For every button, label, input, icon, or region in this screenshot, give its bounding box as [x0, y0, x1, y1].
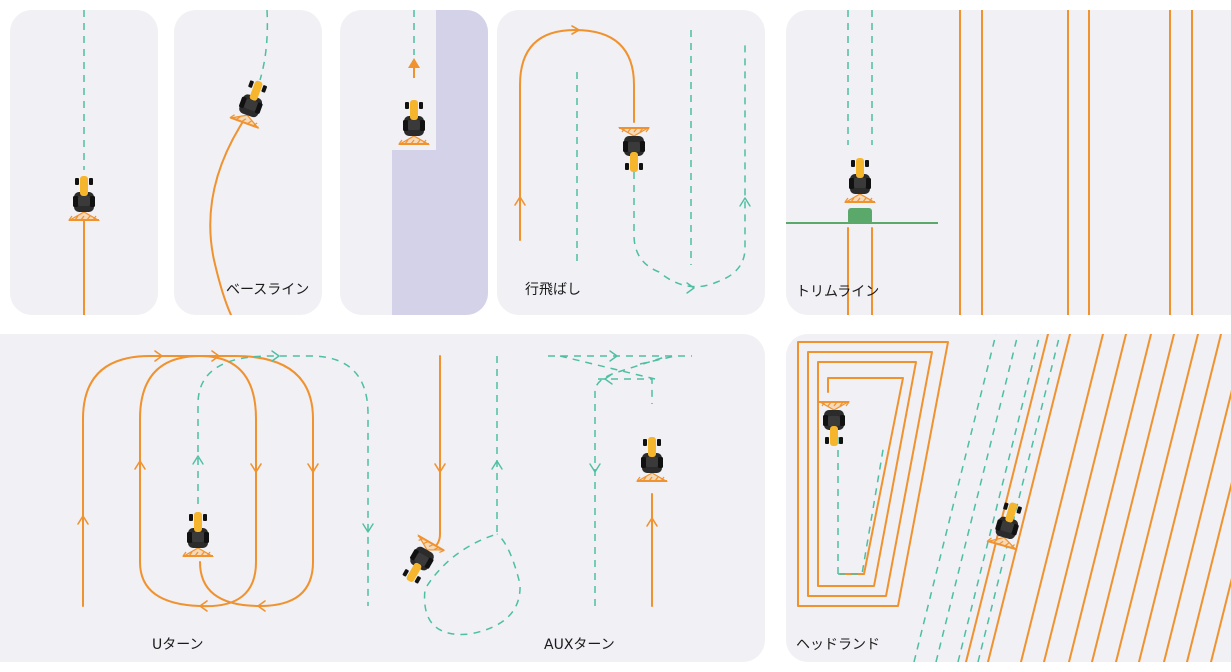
tractor-icon [398, 99, 430, 145]
tractor-icon [229, 75, 275, 129]
panel-baseline: ベースライン [174, 10, 322, 315]
tractor-icon [182, 511, 214, 557]
tractor-icon [68, 175, 100, 221]
tractor-icon [818, 401, 850, 447]
label-u-turn: Uターン [152, 637, 204, 653]
panel-skip-row: 行飛ばし [497, 10, 765, 315]
label-aux-turn: AUXターン [544, 637, 615, 653]
label-headland: ヘッドランド [796, 637, 880, 653]
panel-trim-line: トリムライン [786, 10, 1231, 315]
label-trim-line: トリムライン [796, 284, 880, 300]
panel-headland: ヘッドランド [786, 334, 1231, 662]
panel-turns: Uターン AUXターン [0, 334, 765, 662]
tractor-icon [636, 436, 668, 482]
panel-straight-line [10, 10, 158, 315]
tractor-icon [618, 127, 650, 173]
label-skip-row: 行飛ばし [525, 282, 581, 298]
direction-arrow-icon [408, 58, 420, 68]
label-baseline: ベースライン [226, 282, 310, 298]
tractor-icon [844, 157, 876, 203]
panel-boundary [340, 10, 488, 315]
sprayer-icon [848, 208, 872, 224]
